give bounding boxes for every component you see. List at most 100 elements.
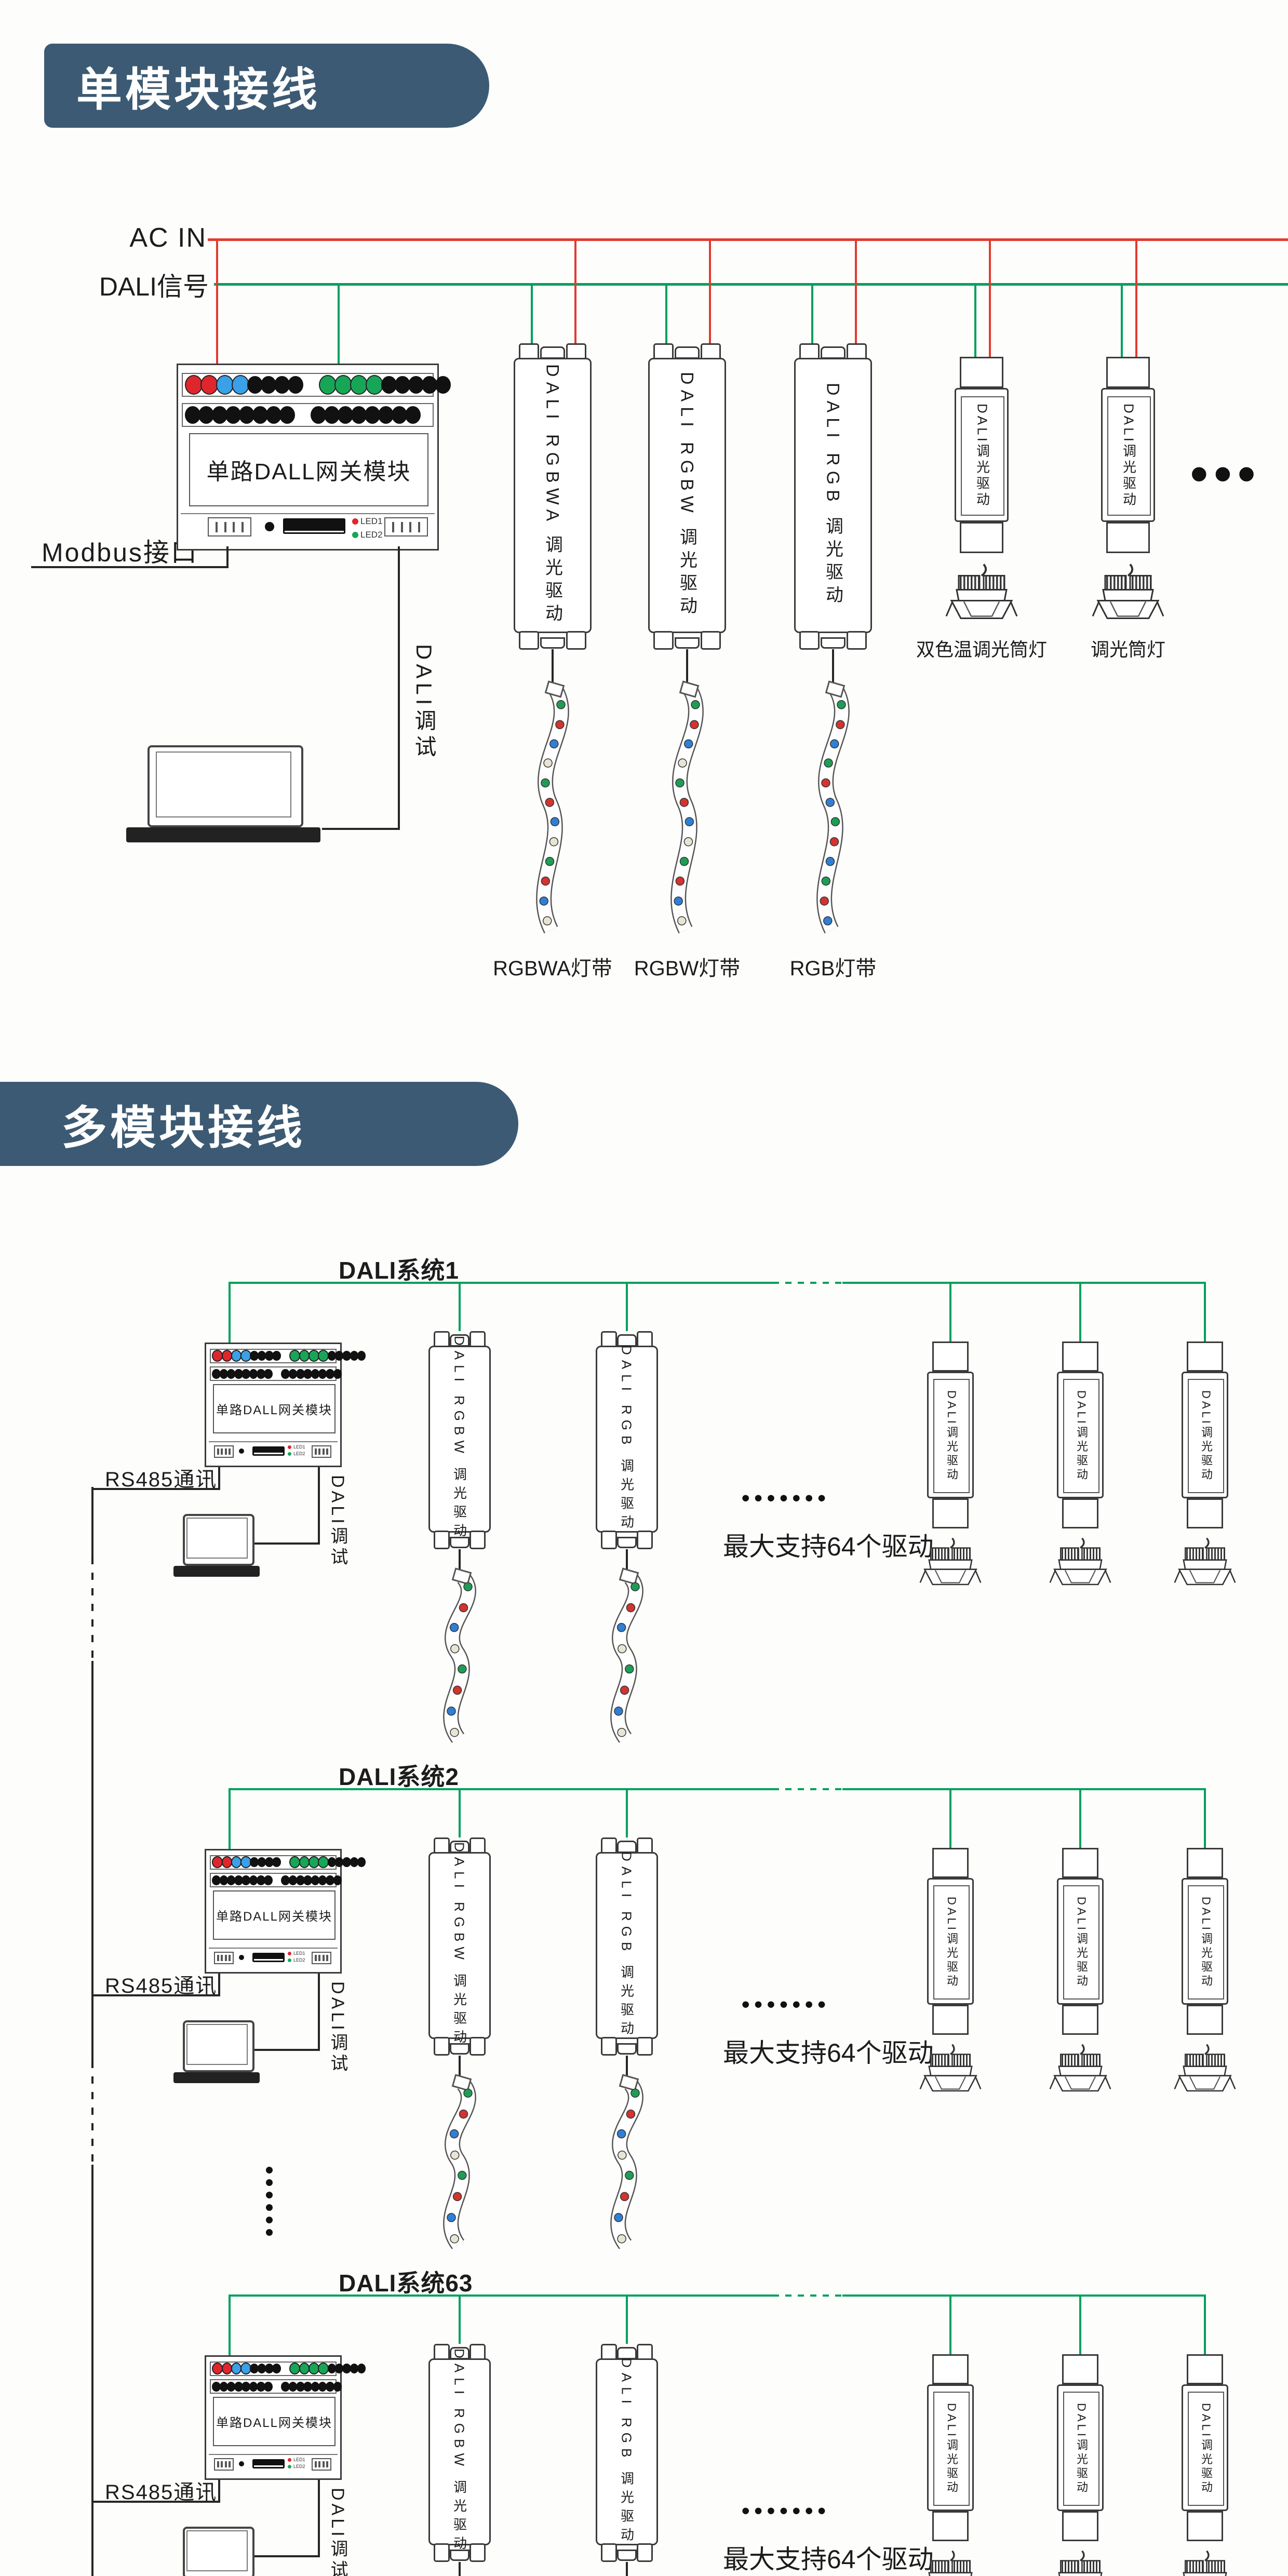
terminal-black: [342, 2364, 351, 2374]
laptop-base: [173, 2072, 260, 2083]
wire-dashed: [773, 1788, 842, 1790]
strip-led: [618, 1644, 627, 1654]
system-title: DALI系统1: [339, 1257, 459, 1284]
laptop-base: [173, 1566, 260, 1577]
dali-debug-wire: [318, 1974, 320, 2051]
small-driver-cap: [932, 1848, 969, 1878]
terminal-black: [351, 406, 367, 424]
terminal-black: [333, 2381, 342, 2392]
terminal-black: [342, 1857, 351, 1868]
small-driver-cap: [1187, 2511, 1223, 2541]
small-driver-label: DALI调光驱动: [945, 1390, 958, 1482]
dali-debug-wire: [251, 2555, 319, 2557]
led-dot: [288, 1452, 291, 1456]
port-pin: [217, 2461, 219, 2468]
driver-tab: [469, 2037, 486, 2056]
strip-led: [549, 739, 559, 749]
strip-led: [452, 2192, 462, 2202]
laptop-screen-inner: [186, 1518, 248, 1559]
wire-dashed: [773, 1282, 842, 1284]
terminal-black: [281, 2381, 290, 2392]
downlight: [945, 564, 1018, 619]
led-strip: [816, 680, 850, 934]
dali-bus: [842, 1282, 1206, 1284]
small-driver-inner: DALI调光驱动: [1063, 1885, 1099, 2000]
small-driver-cap: [1187, 1848, 1223, 1878]
port-pin: [221, 1955, 223, 1962]
terminal-green: [334, 375, 352, 395]
strip-led: [690, 720, 699, 729]
system-title: DALI系统2: [339, 1763, 459, 1790]
dali-driver: DALI RGBWA 调光驱动: [514, 358, 592, 633]
terminal-black: [296, 2381, 305, 2392]
downlight: [1049, 1537, 1111, 1586]
dali-debug-port: [312, 2458, 331, 2471]
port-pin: [322, 2461, 325, 2468]
rs485-trunk: [91, 2165, 93, 2576]
driver-tab-center: [616, 1537, 637, 1548]
terminal-black: [185, 406, 200, 424]
strip-led: [458, 2170, 467, 2180]
terminal-black: [326, 2381, 334, 2392]
dali-driver: DALI RGB 调光驱动: [596, 1345, 658, 1533]
terminal-gap: [280, 1862, 290, 1863]
strip-led: [617, 1727, 626, 1737]
terminal-black: [350, 1857, 359, 1868]
ac-drop: [709, 238, 711, 343]
strip-led: [616, 2129, 626, 2139]
terminal-gap: [272, 1880, 282, 1881]
port-pin: [221, 1448, 223, 1455]
small-driver-cap: [932, 2354, 969, 2384]
strip-led: [545, 798, 555, 807]
terminal-gap: [272, 1373, 282, 1374]
driver-tab: [636, 2037, 653, 2056]
terminal-green: [350, 375, 368, 395]
strip-led: [675, 778, 685, 788]
port-pin: [400, 521, 403, 532]
strip-led: [821, 778, 830, 788]
driver-tab-center: [540, 637, 565, 649]
strip-led: [541, 876, 551, 886]
terminal-black: [378, 406, 394, 424]
small-driver-inner: DALI调光驱动: [1188, 1379, 1224, 1493]
strip-led: [837, 700, 846, 709]
rs485-wire: [92, 1488, 220, 1490]
small-driver-cap: [1187, 2005, 1223, 2035]
driver-label: DALI RGBWA 调光驱动: [542, 364, 562, 627]
terminal-black: [342, 1351, 351, 1361]
divider: [209, 1441, 338, 1442]
driver-label: DALI RGB 调光驱动: [619, 2357, 635, 2546]
downlight: [1174, 2044, 1236, 2092]
driver-tab: [434, 1531, 450, 1549]
led-indicator: LED2: [288, 2464, 305, 2469]
terminal-black: [324, 406, 340, 424]
led-strip: [670, 680, 704, 934]
terminal-black: [261, 376, 276, 394]
small-driver-label: DALI调光驱动: [945, 2403, 958, 2495]
modbus-wire: [226, 546, 229, 568]
strip-led: [683, 837, 693, 847]
continuation-dot: [266, 2179, 273, 2186]
terminal-black: [327, 1857, 337, 1868]
led-indicator: LED2: [352, 530, 383, 540]
terminal-black: [265, 2364, 274, 2374]
terminal-black: [257, 1351, 266, 1361]
rs485-wire: [218, 2480, 220, 2502]
ac-drop: [855, 238, 857, 343]
terminal-red: [221, 1350, 233, 1362]
strip-led: [825, 856, 835, 866]
terminal-black: [288, 2381, 298, 2392]
strip-led: [614, 1707, 623, 1716]
terminal-black: [350, 1351, 359, 1361]
strip-led: [820, 896, 829, 906]
dali-debug-port: [312, 1445, 331, 1458]
led-dot: [288, 2464, 291, 2468]
dali-driver: DALI RGBW 调光驱动: [428, 2349, 491, 2555]
divider: [181, 513, 435, 514]
strip-led: [556, 700, 566, 709]
terminal-black: [272, 2364, 281, 2374]
driver-tab: [519, 631, 539, 650]
downlight: [919, 1537, 982, 1586]
rs485-label: RS485通讯: [105, 1468, 218, 1491]
